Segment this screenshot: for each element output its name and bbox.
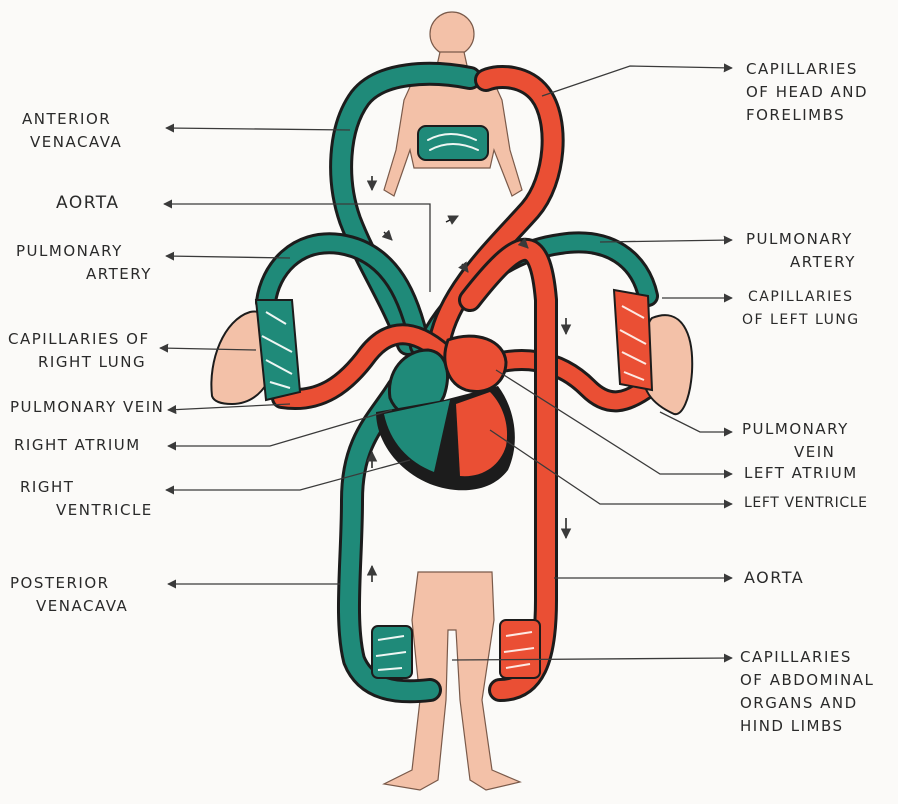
upper-body-figure [384, 12, 522, 196]
label-posterior-venacava: POSTERIOR VENACAVA [10, 572, 128, 618]
right-lung [211, 300, 300, 404]
label-aorta-left: AORTA [56, 192, 119, 215]
pointer-pulmonary-vein-right [660, 412, 732, 432]
label-pulmonary-artery-left: PULMONARY ARTERY [16, 240, 152, 286]
label-capillaries-left-lung: CAPILLARIES OF LEFT LUNG [742, 286, 860, 332]
label-capillaries-abdominal: CAPILLARIES OF ABDOMINAL ORGANS AND HIND… [740, 646, 874, 738]
label-capillaries-head: CAPILLARIES OF HEAD AND FORELIMBS [746, 58, 868, 127]
label-anterior-venacava: ANTERIOR VENACAVA [22, 108, 122, 154]
label-left-atrium: LEFT ATRIUM [744, 462, 858, 485]
pointer-capillaries-head [542, 66, 732, 96]
head [430, 12, 474, 56]
label-right-ventricle: RIGHT VENTRICLE [20, 476, 153, 522]
pointer-anterior-venacava [166, 128, 350, 130]
label-capillaries-right-lung: CAPILLARIES OF RIGHT LUNG [8, 328, 150, 374]
label-pulmonary-vein-right: PULMONARY VEIN [742, 418, 849, 464]
heart [376, 336, 515, 490]
label-right-atrium: RIGHT ATRIUM [14, 434, 141, 457]
pointer-pulmonary-artery-left [166, 256, 290, 258]
label-aorta-right: AORTA [744, 566, 804, 589]
pointer-capillaries-abdominal [452, 658, 732, 660]
label-left-ventricle: LEFT VENTRICLE [744, 492, 868, 515]
pointer-left-ventricle [490, 430, 732, 504]
left-atrium-shape [445, 336, 506, 391]
pointer-right-ventricle [166, 460, 410, 490]
label-pulmonary-artery-right: PULMONARY ARTERY [746, 228, 856, 274]
label-pulmonary-vein-left: PULMONARY VEIN [10, 396, 164, 419]
